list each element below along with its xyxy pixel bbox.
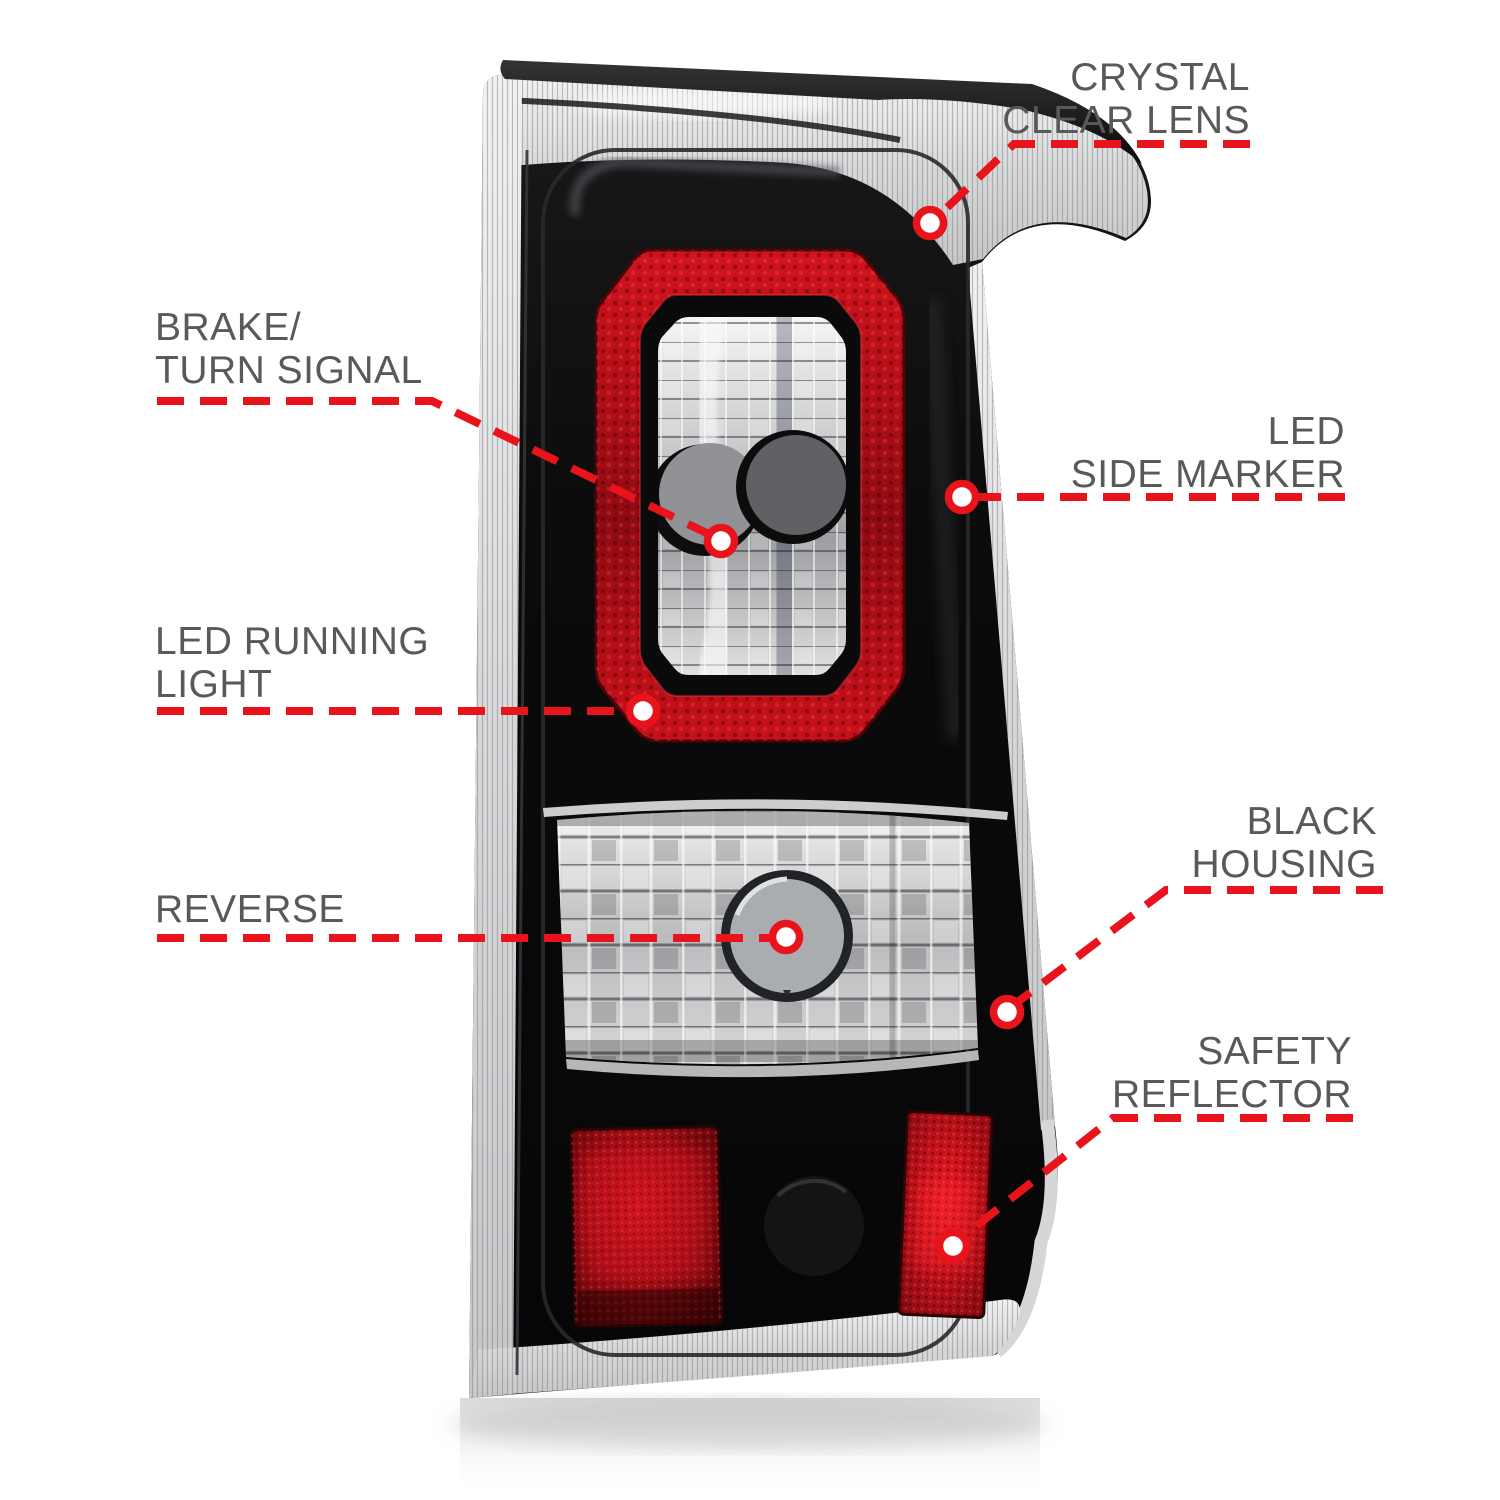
reverse-lens [543,799,1008,1078]
dot-crystal-clear-lens [912,205,948,241]
dot-brake-turn-signal [703,523,739,559]
callout-line: REFLECTOR [1112,1073,1352,1116]
callout-black-housing: BLACK HOUSING [1191,800,1377,886]
callout-line: HOUSING [1191,843,1377,886]
callout-line: LIGHT [155,663,273,706]
crystal-clear-lens-edges [469,74,1149,1399]
callout-line: REVERSE [155,888,345,931]
callout-line: LED RUNNING [155,620,430,663]
dot-led-running-light [625,693,661,729]
safety-reflector-right [897,1109,994,1320]
callout-led-side-marker: LED SIDE MARKER [1071,410,1345,496]
callout-led-running-light: LED RUNNING LIGHT [155,620,429,706]
callout-line: SAFETY [1197,1030,1352,1073]
callout-reverse: REVERSE [155,888,345,931]
callout-safety-reflector: SAFETY REFLECTOR [1112,1030,1352,1116]
dot-safety-reflector [935,1228,971,1264]
callout-line: TURN SIGNAL [155,349,423,392]
callout-brake-turn-signal: BRAKE/ TURN SIGNAL [155,306,423,392]
callout-line: BRAKE/ [155,306,302,349]
callout-line: SIDE MARKER [1070,453,1345,496]
safety-reflector-left [569,1125,724,1328]
leader-black-housing [1008,886,1383,1011]
leader-safety-reflector [953,1114,1353,1246]
callout-line: LED [1267,410,1345,453]
housing-bezel [515,148,970,1376]
housing-knob [762,1174,866,1278]
leader-brake-turn-signal [157,397,719,542]
brake-turn-signal-lens [658,317,846,675]
dot-led-side-marker [944,479,980,515]
tail-light-photo [469,60,1152,1399]
callout-crystal-clear-lens: CRYSTAL CLEAR LENS [1002,56,1250,142]
floor-reflection [448,1398,1048,1500]
callout-line: CLEAR LENS [1002,99,1250,142]
callout-line: CRYSTAL [1070,56,1250,99]
top-cap [500,60,1142,164]
dot-reverse [768,919,804,955]
leader-crystal-clear-lens [933,140,1250,221]
leader-lines [157,140,1383,1246]
callout-line: BLACK [1246,800,1377,843]
callout-dots [625,205,1025,1264]
dot-black-housing [989,994,1025,1030]
